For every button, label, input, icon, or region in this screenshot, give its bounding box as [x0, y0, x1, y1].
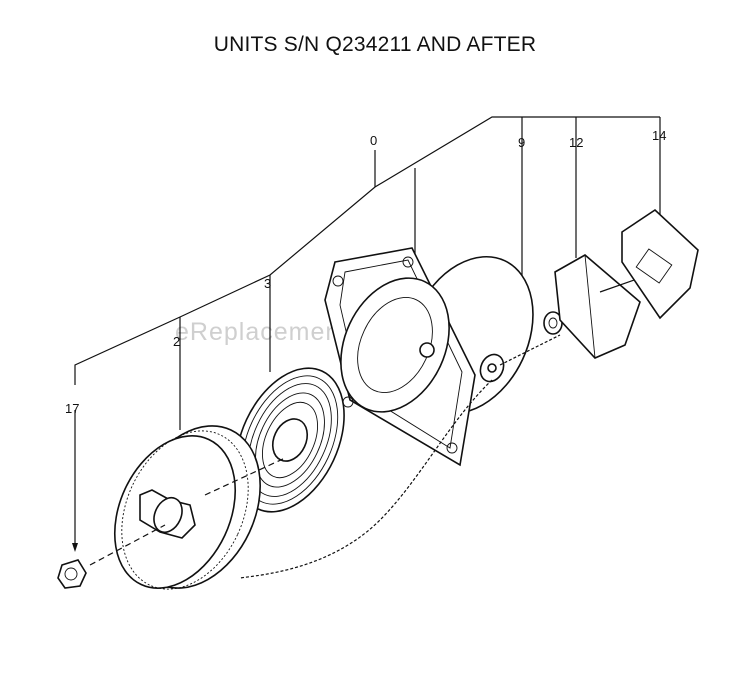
rope-guide — [479, 353, 505, 383]
callout-grip: 12 — [569, 135, 583, 150]
callout-assembly: 0 — [370, 133, 377, 148]
callout-reel: 2 — [173, 334, 180, 349]
diagram-title: UNITS S/N Q234211 AND AFTER — [213, 33, 537, 56]
screw — [57, 559, 87, 589]
grip-cap — [621, 208, 699, 320]
callout-grip-cap: 14 — [652, 128, 666, 143]
starter-housing — [324, 247, 534, 467]
center-axis — [89, 457, 286, 566]
callout-spring: 3 — [264, 276, 271, 291]
starter-grip — [554, 254, 641, 359]
rope-reel — [113, 425, 261, 590]
callout-screw: 17 — [65, 401, 79, 416]
starter-rope — [239, 334, 561, 579]
recoil-spring — [235, 367, 345, 513]
callout-guide: 9 — [518, 135, 525, 150]
